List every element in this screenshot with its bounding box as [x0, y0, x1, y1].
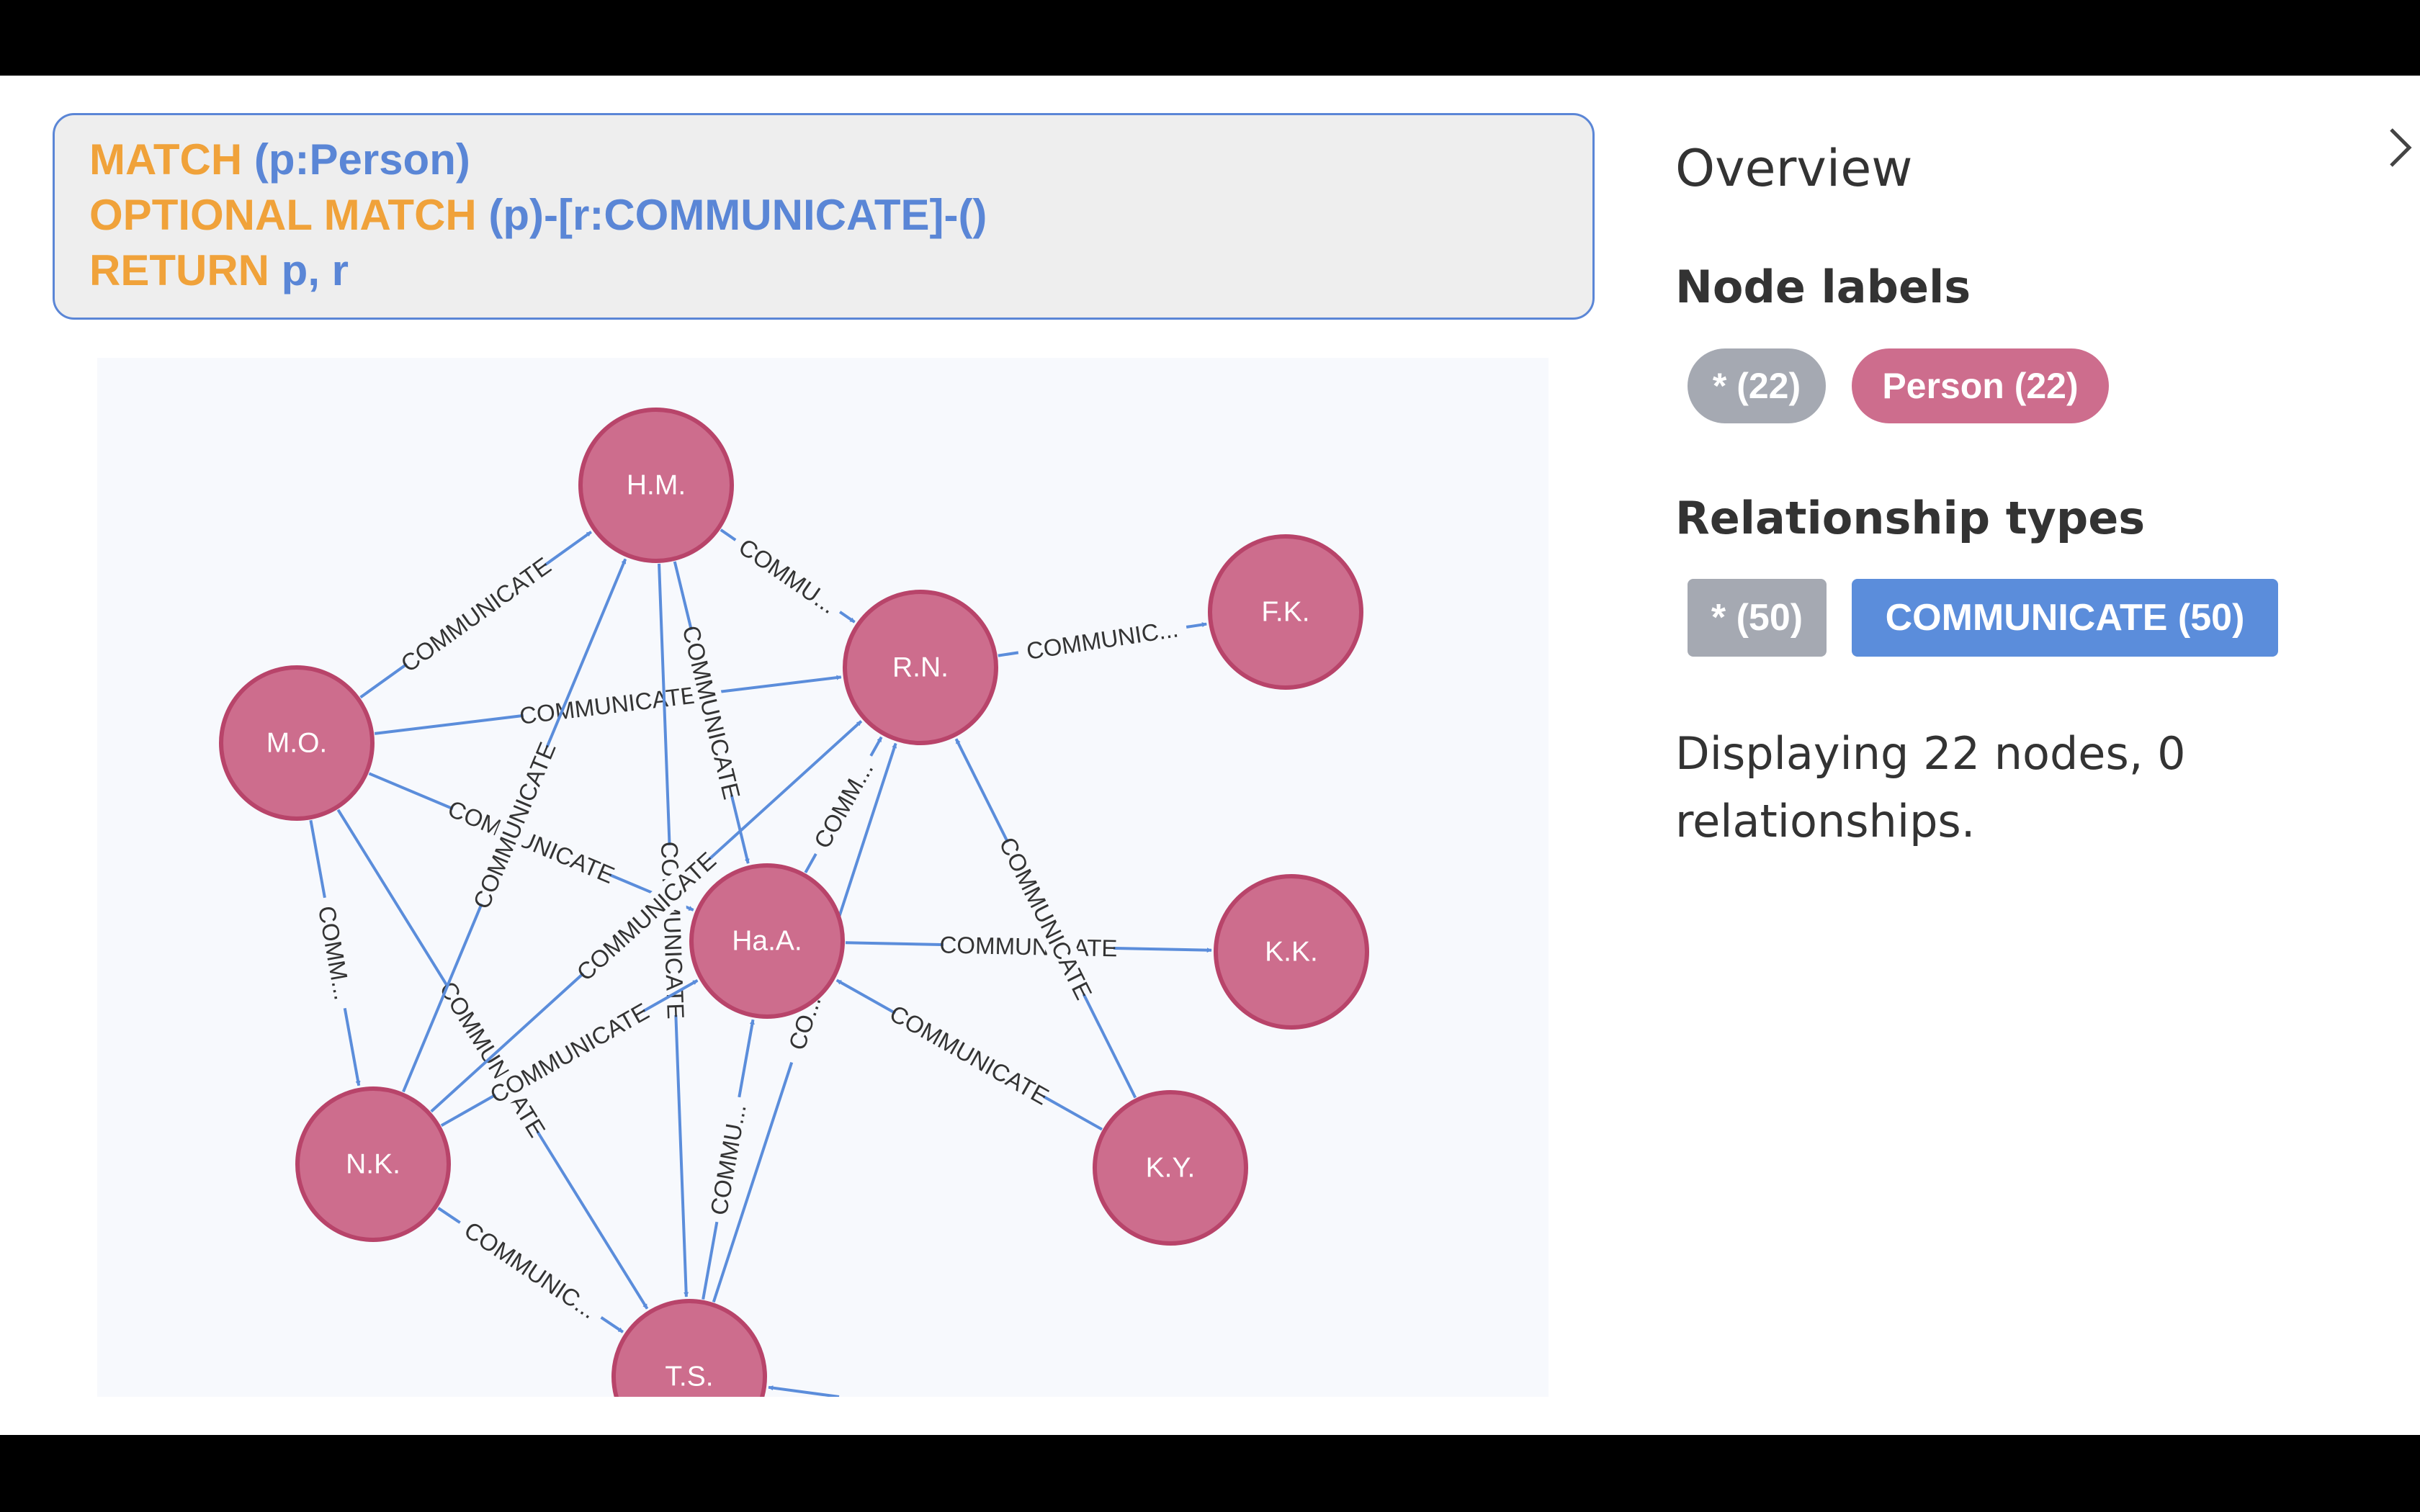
edge-label: COMMUNICATE [678, 623, 745, 802]
node-circle[interactable] [1093, 1090, 1248, 1246]
edge-line[interactable] [768, 1385, 840, 1397]
relationship-edge[interactable]: CO... [712, 742, 897, 1302]
node-label: M.O. [266, 728, 328, 759]
edge-label-background [452, 1210, 609, 1330]
relationship-edge[interactable]: COMMUNICATE [374, 675, 842, 735]
relationship-edge[interactable]: COMMUNICATE [359, 531, 592, 699]
relationship-types-heading: Relationship types [1675, 492, 2146, 544]
query-expression: (p:Person) [242, 135, 470, 184]
edge-label-background [398, 553, 554, 676]
query-line-2: OPTIONAL MATCH (p)-[r:COMMUNICATE]-() [89, 190, 987, 240]
node-rn[interactable]: R.N. [843, 590, 998, 745]
node-hm[interactable]: H.M. [578, 408, 734, 563]
edge-label: COMM... [313, 904, 357, 1002]
query-expression: (p)-[r:COMMUNICATE]-() [476, 191, 987, 239]
node-circle[interactable] [611, 1299, 767, 1397]
node-label: N.K. [346, 1149, 400, 1180]
node-label: T.S. [665, 1362, 713, 1392]
edge-label-background [310, 895, 359, 1011]
edge-label: COMMU... [705, 1102, 751, 1218]
edge-label: COMMUNIC... [1025, 615, 1180, 665]
node-circle[interactable] [689, 863, 845, 1019]
edge-label: COMMUNICATE [485, 998, 653, 1109]
edge-label: COMMUNICATE [939, 931, 1118, 961]
edge-label-background [778, 978, 832, 1067]
relationship-edge[interactable]: COMMUNICATE [845, 930, 1212, 963]
query-expression: p, r [269, 246, 349, 294]
relationship-edge[interactable]: COMMU... [720, 528, 856, 624]
node-nk[interactable]: N.K. [295, 1086, 451, 1242]
node-label: Ha.A. [732, 926, 802, 957]
relationship-type-all-badge[interactable]: * (50) [1688, 579, 1827, 657]
edge-label: COMMUNICATE [885, 999, 1053, 1110]
query-keyword: MATCH [89, 135, 243, 184]
node-haa[interactable]: Ha.A. [689, 863, 845, 1019]
node-label: K.Y. [1146, 1153, 1196, 1184]
edge-label: COMM... [809, 757, 879, 852]
node-label: H.M. [627, 470, 686, 501]
query-line-1: MATCH (p:Person) [89, 135, 470, 185]
node-label-all-badge[interactable]: * (22) [1688, 348, 1826, 423]
relationship-edge[interactable]: COMMUNICATE [954, 738, 1137, 1099]
node-circle[interactable] [1208, 534, 1363, 690]
edge-label-background [521, 680, 694, 730]
node-circle[interactable] [578, 408, 734, 563]
display-status-text: Displaying 22 nodes, 0 relationships. [1675, 727, 2186, 847]
query-keyword: RETURN [89, 246, 269, 294]
cypher-query-box[interactable]: MATCH (p:Person) OPTIONAL MATCH (p)-[r:C… [53, 113, 1595, 320]
node-labels-heading: Node labels [1675, 261, 1971, 313]
edge-label: COMMU... [734, 533, 841, 618]
graph-canvas[interactable]: COMMUNICATECOMMUNICATECOMMUNICATECOMM...… [97, 358, 1549, 1397]
node-label: F.K. [1261, 597, 1309, 628]
overview-title: Overview [1675, 139, 1913, 198]
edge-label-background [488, 998, 651, 1108]
edge-label-background [447, 795, 616, 888]
chevron-right-icon[interactable] [2377, 122, 2420, 173]
node-label-person-badge[interactable]: Person (22) [1852, 348, 2109, 423]
relationship-edge[interactable]: COMMUNICATE [655, 563, 691, 1297]
edge-label-background [573, 848, 720, 984]
edge-label-background [727, 528, 848, 624]
node-kk[interactable]: K.K. [1214, 874, 1369, 1030]
relationship-edge[interactable] [768, 1385, 840, 1397]
node-mo[interactable]: M.O. [219, 665, 375, 821]
edge-label-background [995, 835, 1097, 1001]
node-fk[interactable]: F.K. [1208, 534, 1363, 690]
edge-label-background [803, 749, 884, 861]
node-ky[interactable]: K.Y. [1093, 1090, 1248, 1246]
edge-label: COMMUNIC... [460, 1216, 601, 1323]
relationship-edge[interactable]: COMM... [309, 819, 361, 1086]
query-keyword: OPTIONAL MATCH [89, 191, 477, 239]
edge-label-background [435, 979, 550, 1139]
top-black-bar [0, 0, 2420, 76]
edge-label: COMMUNICATE [518, 681, 698, 729]
relationship-edge[interactable]: COMMUNIC... [998, 613, 1207, 667]
query-line-3: RETURN p, r [89, 246, 349, 296]
node-circle[interactable] [219, 665, 375, 821]
edge-label-background [702, 1094, 753, 1225]
node-label: K.K. [1265, 937, 1318, 968]
edge-label: COMMUNICATE [994, 833, 1097, 1004]
node-ts[interactable]: T.S. [611, 1299, 767, 1397]
edge-label-background [677, 626, 746, 798]
nodes-layer: H.M. R.N. F.K. M.O. Ha.A. K.K. N.K. K.Y. T.S. [219, 408, 1369, 1397]
node-circle[interactable] [1214, 874, 1369, 1030]
node-circle[interactable] [843, 590, 998, 745]
edge-label-background [1016, 613, 1189, 667]
node-circle[interactable] [295, 1086, 451, 1242]
bottom-black-bar [0, 1435, 2420, 1512]
node-label: R.N. [892, 652, 949, 683]
relationship-edge[interactable]: COMM... [803, 736, 884, 873]
edge-label: COMMUNICATE [396, 552, 556, 678]
edge-label-background [888, 1000, 1051, 1110]
edge-label-background [468, 741, 560, 910]
relationship-edge[interactable]: COMMUNICATE [673, 561, 750, 864]
relationship-edge[interactable]: COMMUNICATE [835, 978, 1103, 1131]
relationship-type-communicate-badge[interactable]: COMMUNICATE (50) [1852, 579, 2278, 657]
